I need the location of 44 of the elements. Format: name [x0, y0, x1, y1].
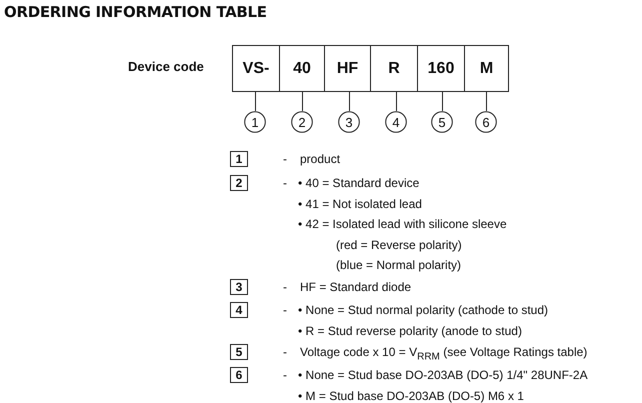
description-text: HF = Standard diode — [300, 280, 412, 295]
code-segment: 160 — [417, 45, 465, 92]
leader-line — [486, 92, 487, 112]
code-segment: VS- — [232, 45, 280, 92]
separator-dash: - — [283, 303, 287, 318]
item-number: 4 — [230, 302, 248, 318]
description-text: (blue = Normal polarity) — [336, 258, 462, 274]
leader-line — [349, 92, 350, 112]
item-number: 3 — [230, 279, 248, 295]
description-text: • 41 = Not isolated lead — [298, 196, 422, 212]
separator-dash: - — [283, 280, 287, 295]
description-text: • 42 = Isolated lead with silicone sleeve — [298, 217, 507, 232]
description-text: • None = Stud normal polarity (cathode to stud) — [298, 303, 548, 318]
code-segment: M — [464, 45, 509, 92]
code-segment: HF — [324, 45, 371, 92]
leader-line — [396, 92, 397, 112]
separator-dash: - — [283, 176, 287, 191]
callout-circle: 1 — [244, 111, 266, 133]
callout-circle: 6 — [475, 111, 497, 133]
item-number: 2 — [230, 175, 248, 191]
item-number: 5 — [230, 344, 248, 360]
title: ORDERING INFORMATION TABLE — [4, 3, 267, 21]
code-segment: R — [370, 45, 418, 92]
separator-dash: - — [283, 152, 287, 167]
separator-dash: - — [283, 368, 287, 383]
description-text: (red = Reverse polarity) — [336, 238, 462, 253]
callout-circle: 3 — [338, 111, 360, 133]
leader-line — [255, 92, 256, 112]
separator-dash: - — [283, 345, 287, 360]
description-text: Voltage code x 10 = V$_{RRM}$ (see Voltage Ratings table) — [300, 345, 588, 364]
description-text: • 40 = Standard device — [298, 176, 420, 191]
description-text: • M = Stud base DO-203AB (DO-5) M6 x 1 — [298, 388, 524, 403]
item-number: 6 — [230, 367, 248, 383]
callout-circle: 4 — [385, 111, 407, 133]
callout-circle: 2 — [291, 111, 313, 133]
description-text: product — [300, 152, 340, 167]
description-text: • R = Stud reverse polarity (anode to stud) — [298, 324, 522, 339]
callout-circle: 5 — [431, 111, 453, 133]
leader-line — [442, 92, 443, 112]
field-label: Device code — [128, 59, 204, 74]
leader-line — [302, 92, 303, 112]
description-text: • None = Stud base DO-203AB (DO-5) 1/4" 28UNF-2A — [298, 368, 588, 383]
code-segment: 40 — [279, 45, 325, 92]
item-number: 1 — [230, 151, 248, 167]
